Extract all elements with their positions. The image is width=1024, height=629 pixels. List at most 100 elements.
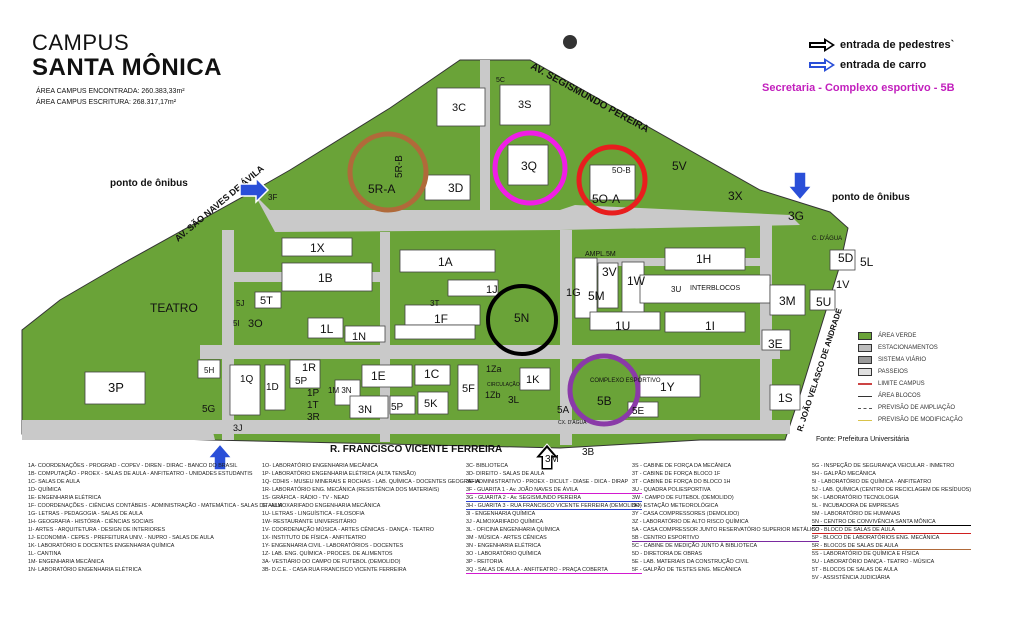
bld-1Za: 1Za <box>486 364 502 374</box>
key-item: 5I - LABORATÓRIO DE QUÍMICA - ANFITEATRO <box>812 479 932 485</box>
key-item: 3G - GUARITA 2 - Av. SEGISMUNDO PEREIRA <box>466 494 642 502</box>
bld-5C: 5C <box>496 77 505 84</box>
key-item: 1U- LETRAS - LINGUÍSTICA - FILOSOFIA <box>262 511 365 517</box>
key-item: 1L- CANTINA <box>28 551 61 557</box>
legend-line-blocks <box>858 395 872 397</box>
key-item: 1Q- CDHIS - MUSEU MINERAIS E ROCHAS - LA… <box>262 479 480 485</box>
highlight-5n-black <box>486 284 558 356</box>
legend-item: PREVISÃO DE AMPLIAÇÃO <box>878 405 956 411</box>
bld-5D: 5D <box>838 251 854 265</box>
bld-3X: 3X <box>728 189 743 203</box>
bld-1S: 1S <box>778 391 793 405</box>
bld-3T: 3T <box>430 299 439 308</box>
legend-item: SISTEMA VIÁRIO <box>878 357 927 363</box>
key-item: 1C- SALAS DE AULA <box>28 479 80 485</box>
bld-5M: 5M <box>588 289 605 303</box>
bld-5V: 5V <box>672 159 687 173</box>
bld-3V: 3V <box>602 265 617 279</box>
bld-5T: 5T <box>260 295 273 307</box>
key-item: 5M - LABORATÓRIO DE HUMANAS <box>812 511 901 517</box>
key-item: 1T- ALMOXARIFADO ENGENHARIA MECÂNICA <box>262 503 381 509</box>
car-entry-arrow-south <box>206 442 234 471</box>
legend-swatch-road <box>858 356 872 364</box>
bld-5OB: 5O-B <box>612 166 631 175</box>
bld-1T: 1T <box>307 400 319 411</box>
bld-1V: 1V <box>836 279 850 291</box>
key-item: 3Z - LABORATÓRIO DE ALTO RISCO QUÍMICA <box>632 519 749 525</box>
key-item: 1I- ARTES - ARQUITETURA - DESIGN DE INTE… <box>28 527 166 533</box>
map-legend: ÁREA VERDE ESTACIONAMENTOS SISTEMA VIÁRI… <box>858 330 963 426</box>
bld-1D: 1D <box>266 382 279 393</box>
bld-5E: 5E <box>632 406 645 417</box>
bld-3R: 3R <box>307 412 320 423</box>
key-item: 5N - CENTRO DE CONVIVÊNCIA SANTA MÔNICA <box>812 518 972 526</box>
bld-1M: 1M 3N <box>328 386 352 395</box>
pedestrian-arrow-icon <box>809 38 835 52</box>
key-item: 3S - CABINE DE FORÇA DA MECÂNICA <box>632 463 732 469</box>
key-item: 3E- ADMINISTRATIVO - PROEX - DICULT - DI… <box>466 479 629 485</box>
bld-3P: 3P <box>108 380 124 395</box>
key-item: 5T - BLOCOS DE SALAS DE AULA <box>812 567 898 573</box>
key-item: 1Z- LAB. ENG. QUÍMICA - PROCES. DE ALIME… <box>262 551 393 557</box>
key-item: 1G- LETRAS - PEDAGOGIA - SALAS DE AULA <box>28 511 143 517</box>
legend-line-expansion <box>858 407 872 409</box>
key-column-2: 1O- LABORATÓRIO ENGENHARIA MECÂNICA 1P- … <box>262 462 480 574</box>
legend-line-limit <box>858 383 872 385</box>
key-item: 5R - BLOCOS DE SALAS DE AULA <box>812 542 972 550</box>
bld-3O: 3O <box>248 318 263 330</box>
bld-1L: 1L <box>320 322 334 336</box>
key-item: 3D- DIREITO - SALAS DE AULA <box>466 471 545 477</box>
key-item: 3T - CABINE DE FORÇA BLOCO 1F <box>632 471 721 477</box>
key-item: 5O - BLOCO DE SALAS DE AULA <box>812 526 972 534</box>
key-item: 5A - CASA COMPRESSOR JUNTO RESERVATÓRIO … <box>632 527 820 533</box>
bld-5P: 5P <box>391 402 404 413</box>
bld-3G: 3G <box>788 209 804 223</box>
street-francisco: R. FRANCISCO VICENTE FERREIRA <box>330 444 502 455</box>
bld-3J: 3J <box>233 423 243 433</box>
bld-circ: CIRCULAÇÃO <box>487 381 520 388</box>
key-item: 1V- COORDENAÇÃO MÚSICA - ARTES CÊNICAS -… <box>262 527 434 533</box>
bld-5U: 5U <box>816 295 831 309</box>
bld-teatro: TEATRO <box>150 301 198 315</box>
bus-stop-label-east: ponto de ônibus <box>832 192 910 203</box>
key-item: 3F - GUARITA 1 - Av. JOÃO NAVES DE ÁVILA <box>466 486 642 494</box>
bld-1U: 1U <box>615 319 630 333</box>
bld-3M: 3M <box>779 294 796 308</box>
area-found: ÁREA CAMPUS ENCONTRADA: 260.383,33m² <box>36 88 185 95</box>
bld-1Q: 1Q <box>240 374 254 385</box>
key-item: 3N - ENGENHARIA ELÉTRICA <box>466 543 541 549</box>
key-item: 5G - INSPEÇÃO DE SEGURANÇA VEICULAR - IN… <box>812 463 955 469</box>
key-item: 1J- ECONOMIA - CEPES - PREFEITURA UNIV. … <box>28 535 214 541</box>
legend-item: ESTACIONAMENTOS <box>878 345 938 351</box>
bld-5G: 5G <box>202 404 216 415</box>
north-compass-icon <box>563 35 577 49</box>
legend-pedestrian: entrada de pedestres` <box>808 38 954 52</box>
key-item: 1E- ENGENHARIA ELÉTRICA <box>28 495 102 501</box>
bld-1E: 1E <box>371 369 386 383</box>
car-entry-arrow-west <box>239 176 270 204</box>
bld-3Q: 3Q <box>521 159 537 173</box>
key-item: 1H- GEOGRAFIA - HISTÓRIA - CIÊNCIAS SOCI… <box>28 519 154 525</box>
legend-item: ÁREA BLOCOS <box>878 393 921 399</box>
key-column-5: 5G - INSPEÇÃO DE SEGURANÇA VEICULAR - IN… <box>812 462 972 582</box>
bld-1P: 1P <box>307 388 320 399</box>
bld-interblocos: INTERBLOCOS <box>690 285 741 292</box>
legend-item: ÁREA VERDE <box>878 333 917 339</box>
key-item: 3W - CAMPO DE FUTEBOL (DEMOLIDO) <box>632 495 734 501</box>
bld-1A: 1A <box>438 255 453 269</box>
legend-item: PASSEIOS <box>878 369 908 375</box>
key-item: 3L - OFICINA ENGENHARIA QUÍMICA <box>466 527 560 533</box>
bld-1N: 1N <box>352 331 366 343</box>
key-item: 5J - LAB. QUÍMICA (CENTRO DE RECICLAGEM … <box>812 487 972 493</box>
legend-car: entrada de carro <box>808 58 926 72</box>
bld-1C: 1C <box>424 367 440 381</box>
key-item: 1D- QUÍMICA <box>28 487 62 493</box>
car-entry-arrow-east <box>786 171 814 202</box>
bld-1R: 1R <box>302 362 316 374</box>
bld-cxagua: CX. D'ÁGUA <box>558 419 587 426</box>
bld-5J: 5J <box>236 299 244 308</box>
building-shapes <box>84 84 856 419</box>
bld-dagua: C. D'ÁGUA <box>812 235 842 242</box>
bld-5N: 5N <box>514 311 529 325</box>
